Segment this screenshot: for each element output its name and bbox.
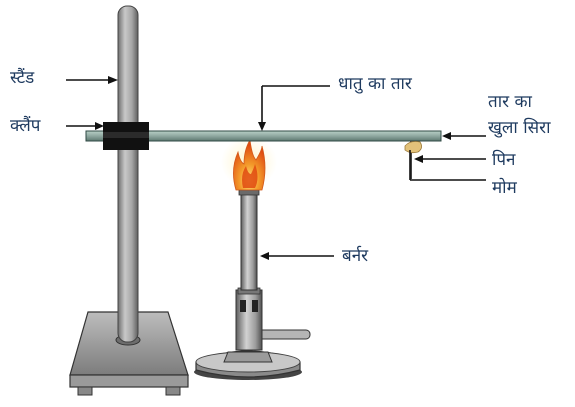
- label-clamp: क्लैंप: [10, 116, 41, 136]
- stand-base: [69, 311, 189, 396]
- clamp: [103, 122, 149, 150]
- flame: [221, 136, 277, 191]
- burner: [194, 189, 311, 380]
- label-wax: मोम: [492, 178, 517, 198]
- metal-wire: [85, 130, 442, 142]
- label-wire-open-end-line1: तार का: [488, 92, 532, 112]
- pointer-lines: [66, 76, 486, 260]
- label-burner: बर्नर: [342, 246, 369, 266]
- label-wire-open-end-line2: खुला सिरा: [488, 118, 551, 138]
- label-pin: पिन: [492, 150, 516, 170]
- stand-pole: [117, 5, 139, 343]
- label-stand: स्टैंड: [10, 68, 35, 88]
- label-metal-wire: धातु का तार: [338, 74, 412, 94]
